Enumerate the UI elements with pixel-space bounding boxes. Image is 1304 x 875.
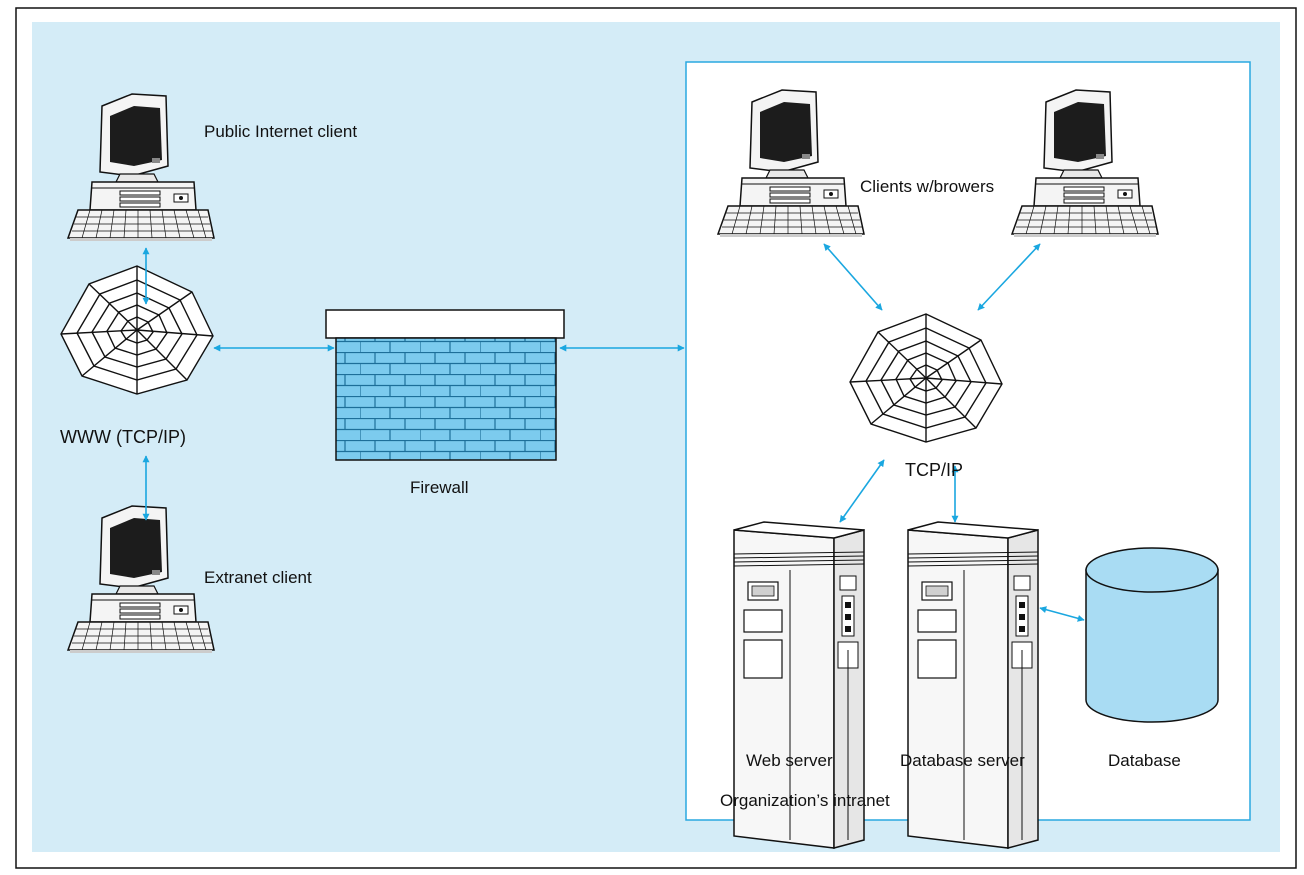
arrow-dbserver-database (1039, 606, 1085, 622)
web-server-label: Web server (746, 751, 833, 770)
database-server-label: Database server (900, 751, 1025, 770)
public-client-label: Public Internet client (204, 122, 357, 141)
www-label: WWW (TCP/IP) (60, 427, 186, 447)
firewall-icon (325, 309, 565, 461)
database-label: Database (1108, 751, 1181, 770)
firewall-label: Firewall (410, 478, 469, 497)
clients-label: Clients w/browers (860, 177, 994, 196)
database-icon (1085, 547, 1219, 723)
arrow-tcpip-web-server (839, 459, 885, 523)
intranet-label: Organization’s intranet (720, 791, 890, 810)
arrow-client1-tcpip (823, 243, 883, 311)
arrow-client2-tcpip (977, 243, 1041, 311)
database-server-icon (907, 521, 1039, 849)
tcpip-label: TCP/IP (905, 460, 963, 480)
extranet-client-label: Extranet client (204, 568, 312, 587)
connections (142, 243, 1085, 622)
